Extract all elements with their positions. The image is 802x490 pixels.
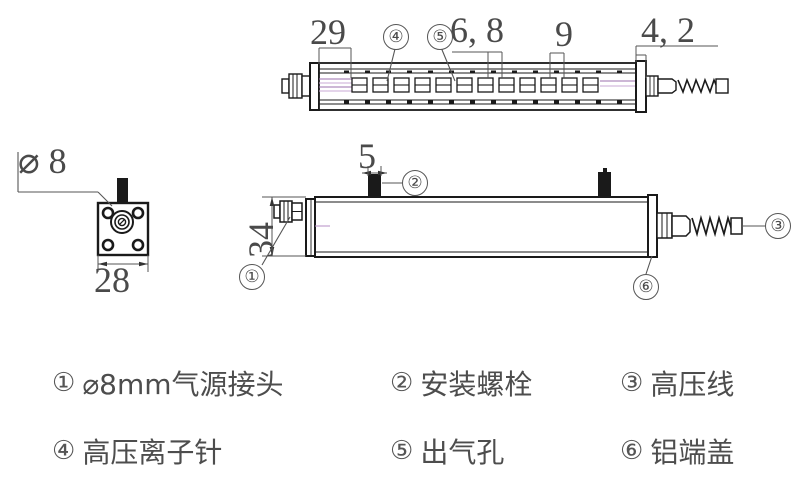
legend-item-3: ③ 高压线 xyxy=(620,363,734,403)
dim-68-lines xyxy=(452,51,503,78)
legend-item-2: ② 安装螺栓 xyxy=(390,363,532,403)
legend-num-5: ⑤ xyxy=(390,436,414,466)
top-view-emitter-modules xyxy=(351,77,599,93)
legend-label-6: 铝端盖 xyxy=(650,436,735,469)
legend-num-3: ③ xyxy=(620,368,644,398)
callout-balloon-2[interactable]: ② xyxy=(402,170,428,196)
legend-label-1: ⌀8mm气源接头 xyxy=(82,368,284,401)
end-view-air-fitting xyxy=(110,210,134,234)
dim-9-lines xyxy=(549,52,565,78)
leader-callout-4 xyxy=(386,44,397,82)
callout-balloon-1[interactable]: ① xyxy=(239,264,265,290)
dim-34-lines xyxy=(262,196,306,257)
top-view-geometry xyxy=(281,44,729,113)
side-view-geometry xyxy=(261,166,765,275)
callout-balloon-5[interactable]: ⑤ xyxy=(427,24,453,50)
end-view-ion-needle xyxy=(117,178,128,203)
dim-label-28: 28 xyxy=(94,260,130,300)
dim-29-lines xyxy=(318,47,352,78)
legend-row-2: ④ 高压离子针 ⑤ 出气孔 ⑥ 铝端盖 xyxy=(0,420,802,482)
legend-num-4: ④ xyxy=(52,436,76,466)
legend-num-1: ① xyxy=(52,368,76,398)
callout-balloon-4[interactable]: ④ xyxy=(383,24,409,50)
legend-num-2: ② xyxy=(390,368,414,398)
dim-label-4-2: 4, 2 xyxy=(641,10,695,50)
leader-callout-1 xyxy=(261,216,291,266)
dim-label-diameter-8: ⌀ 8 xyxy=(18,141,67,181)
side-view-air-fitting xyxy=(273,200,303,223)
top-view-cable-gland xyxy=(645,75,729,97)
end-view-corner-screws xyxy=(101,206,145,252)
side-view-cable-gland xyxy=(656,212,743,239)
dim-28-lines xyxy=(97,255,149,272)
legend-item-1: ① ⌀8mm气源接头 xyxy=(52,363,284,403)
legend-row-1: ① ⌀8mm气源接头 ② 安装螺栓 ③ 高压线 xyxy=(0,352,802,414)
legend-label-2: 安装螺栓 xyxy=(420,368,533,401)
legend-label-4: 高压离子针 xyxy=(82,436,223,469)
dim-label-34: 34 xyxy=(241,222,281,258)
dim-label-5: 5 xyxy=(358,136,376,176)
top-view-air-fitting xyxy=(281,73,311,99)
legend-item-4: ④ 高压离子针 xyxy=(52,431,222,471)
legend-label-3: 高压线 xyxy=(650,368,735,401)
dim-label-6-8: 6, 8 xyxy=(450,10,504,50)
legend-item-6: ⑥ 铝端盖 xyxy=(620,431,734,471)
dim-label-29: 29 xyxy=(310,12,346,52)
legend-num-6: ⑥ xyxy=(620,436,644,466)
dim-42-lines xyxy=(635,45,718,78)
top-view-outlet-dots xyxy=(344,70,622,104)
callout-balloon-6[interactable]: ⑥ xyxy=(633,274,659,300)
leader-callout-6 xyxy=(645,255,653,275)
leader-dia8 xyxy=(17,152,113,207)
dim-5-lines xyxy=(362,166,387,176)
legend: ① ⌀8mm气源接头 ② 安装螺栓 ③ 高压线 ④ 高压离子针 ⑤ 出气孔 ⑥ xyxy=(0,346,802,490)
callout-balloon-3[interactable]: ③ xyxy=(765,213,791,239)
legend-label-5: 出气孔 xyxy=(420,436,505,469)
side-view-mounting-bolts xyxy=(368,168,611,198)
legend-item-5: ⑤ 出气孔 xyxy=(390,431,504,471)
leader-callout-5 xyxy=(439,44,456,82)
end-view-geometry xyxy=(17,152,150,272)
top-view-centerline xyxy=(319,78,636,92)
dim-label-9: 9 xyxy=(555,14,573,54)
